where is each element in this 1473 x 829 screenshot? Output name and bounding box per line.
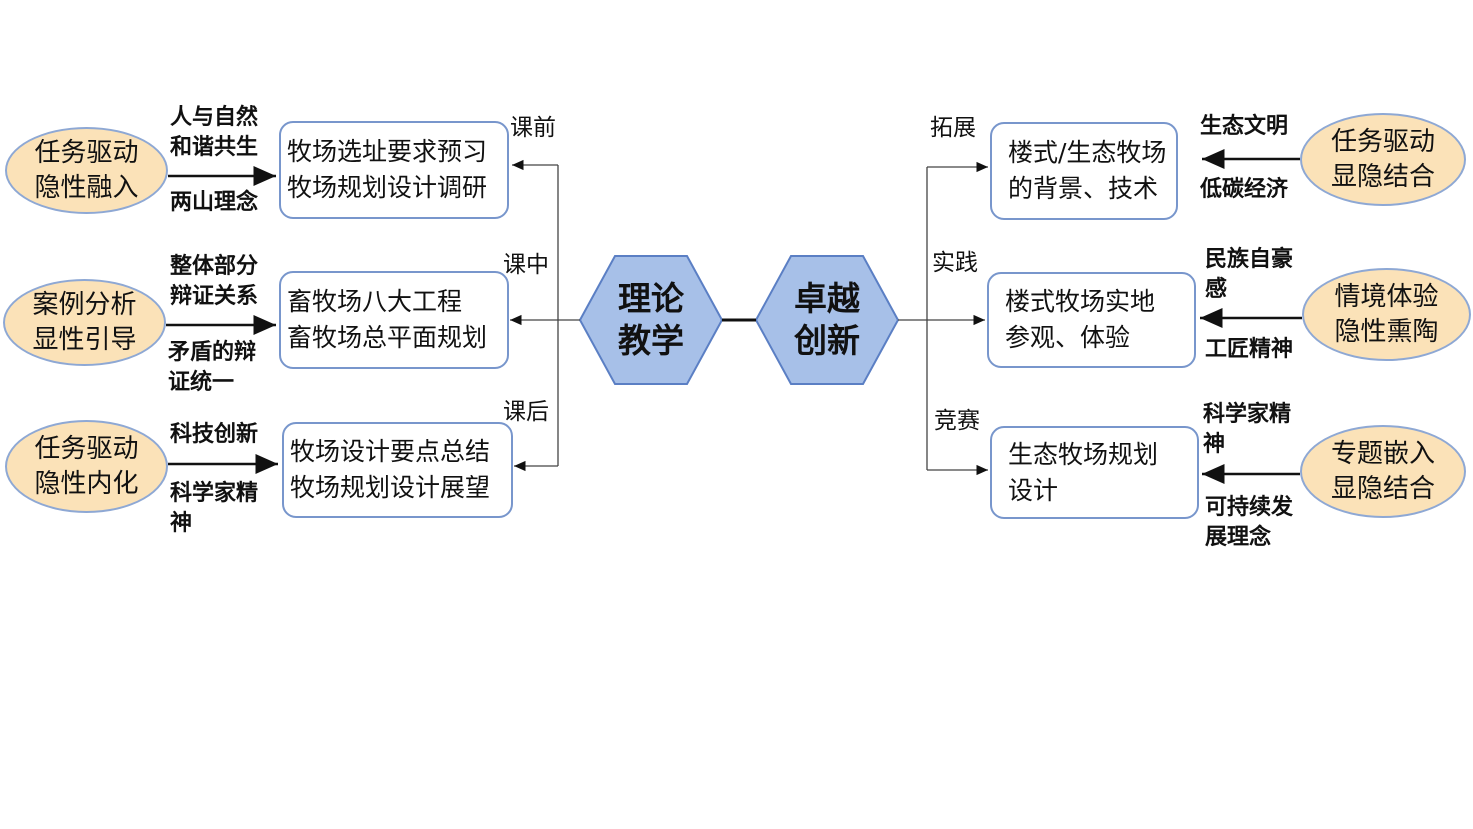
stage-label: 课后: [503, 399, 549, 425]
method-ellipse: 任务驱动隐性融入: [5, 127, 168, 214]
content-box: 楼式/生态牧场的背景、技术: [990, 122, 1178, 220]
content-box: 牧场设计要点总结牧场规划设计展望: [282, 422, 513, 518]
stage-label: 实践: [932, 250, 978, 276]
value-label: 可持续发展理念: [1205, 495, 1294, 550]
value-label: 科学家精神: [170, 481, 259, 536]
value-label: 民族自豪感: [1205, 247, 1294, 302]
content-box: 牧场选址要求预习牧场规划设计调研: [279, 121, 509, 219]
center-theory-label: 理论教学: [580, 256, 722, 384]
stage-label: 拓展: [930, 115, 976, 141]
center-text: 创新: [794, 321, 860, 360]
stage-label: 竞赛: [934, 408, 980, 434]
stage-label: 课中: [503, 252, 549, 278]
center-innovation-label: 卓越创新: [756, 256, 898, 384]
value-label: 人与自然和谐共生: [170, 105, 259, 160]
method-ellipse: 任务驱动显隐结合: [1300, 113, 1466, 206]
method-ellipse: 情境体验隐性熏陶: [1302, 268, 1471, 361]
value-label: 科技创新: [170, 422, 259, 447]
center-text: 教学: [618, 321, 684, 360]
value-label: 矛盾的辩证统一: [168, 340, 257, 395]
value-label: 生态文明: [1200, 114, 1289, 139]
content-box: 畜牧场八大工程畜牧场总平面规划: [279, 271, 509, 369]
value-label: 整体部分辩证关系: [170, 254, 259, 309]
stage-label: 课前: [510, 115, 556, 141]
method-ellipse: 任务驱动隐性内化: [5, 420, 168, 513]
content-box: 生态牧场规划设计: [990, 426, 1199, 519]
value-label: 低碳经济: [1200, 177, 1289, 202]
center-text: 理论: [618, 279, 684, 318]
value-label: 两山理念: [170, 190, 259, 215]
content-box: 楼式牧场实地参观、体验: [987, 272, 1196, 368]
center-text: 卓越: [794, 279, 860, 318]
method-ellipse: 案例分析显性引导: [3, 279, 166, 366]
method-ellipse: 专题嵌入显隐结合: [1300, 425, 1466, 518]
value-label: 工匠精神: [1205, 337, 1294, 362]
value-label: 科学家精神: [1203, 402, 1292, 457]
